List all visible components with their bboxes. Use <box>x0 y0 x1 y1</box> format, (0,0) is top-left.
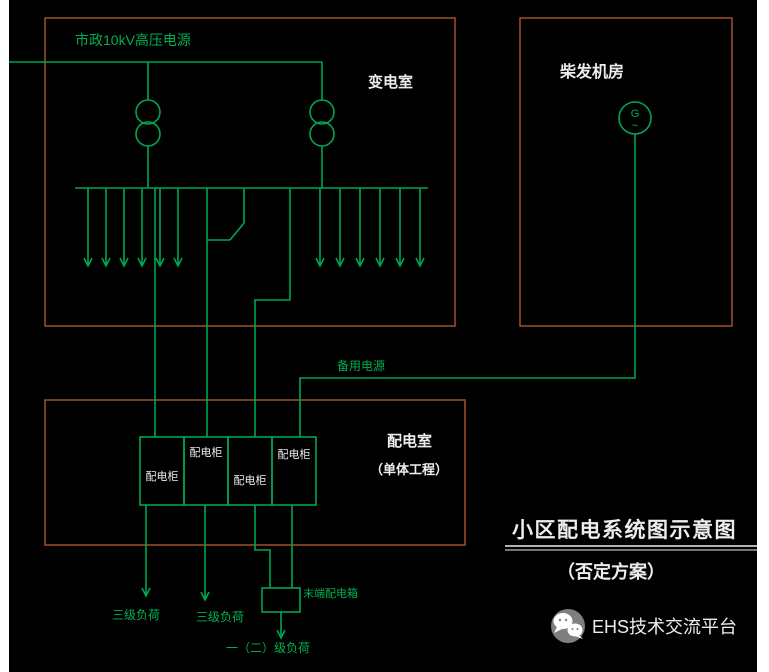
cabinet-4 <box>271 436 317 506</box>
title-underline <box>505 545 757 551</box>
cabinet-4-label: 配电柜 <box>278 448 311 461</box>
load-line-tertiary-2 <box>200 505 210 602</box>
generator-letter: G <box>631 108 640 120</box>
load-line-tertiary-1 <box>141 505 151 598</box>
primary-load-label: 一（二）级负荷 <box>226 641 310 655</box>
cabinet-3-label: 配电柜 <box>234 474 267 487</box>
tertiary-load-label-1: 三级负荷 <box>112 608 160 622</box>
cabinet-1-label: 配电柜 <box>146 470 179 483</box>
load-line-primary <box>276 612 286 640</box>
generator-wave: ~ <box>632 120 638 132</box>
left-page-margin <box>0 0 9 672</box>
diagram-subtitle: （否定方案） <box>557 561 665 582</box>
platform-name: EHS技术交流平台 <box>592 617 737 637</box>
backup-power-line <box>299 134 636 437</box>
substation-room-label: 变电室 <box>368 73 413 91</box>
cabinet-2-label: 配电柜 <box>190 446 223 459</box>
backup-power-label: 备用电源 <box>337 359 385 373</box>
feeder-arrows-right <box>315 188 425 268</box>
circuit-lines <box>9 61 652 640</box>
feeder-arrows-left <box>83 188 183 268</box>
tertiary-load-label-2: 三级负荷 <box>196 610 244 624</box>
feed-line-cabinet3 <box>254 188 291 437</box>
right-page-margin <box>757 0 769 672</box>
diagram-title: 小区配电系统图示意图 <box>512 518 737 542</box>
load-line-to-terminal-box-1 <box>254 505 271 588</box>
wechat-icon <box>551 609 585 643</box>
generator-room-box <box>519 17 733 327</box>
terminal-box-label: 末端配电箱 <box>303 586 358 600</box>
transformer-1-icon <box>135 99 161 188</box>
distribution-room-sublabel: （单体工程） <box>370 462 448 477</box>
distribution-room-label: 配电室 <box>387 432 432 450</box>
municipal-supply-label: 市政10kV高压电源 <box>75 32 191 48</box>
transformer-2-icon <box>309 99 335 188</box>
generator-room-label: 柴发机房 <box>559 62 624 81</box>
substation-box <box>44 17 456 327</box>
